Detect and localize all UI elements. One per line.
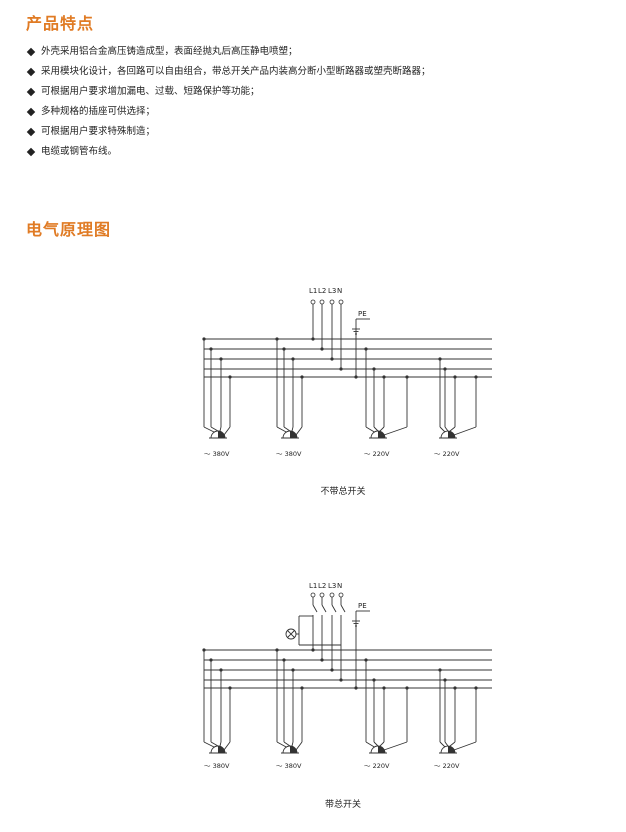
feature-item: 可根据用户要求增加漏电、过载、短路保护等功能；	[26, 82, 606, 102]
diamond-bullet-icon	[26, 127, 36, 137]
diamond-bullet-icon	[26, 107, 36, 117]
wire	[219, 426, 222, 432]
wire	[210, 426, 219, 432]
bus-label-l1: L1	[309, 582, 317, 590]
feature-text: 电缆或钢管布线。	[41, 146, 118, 157]
bus-label-l2: L2	[318, 582, 326, 590]
wire	[223, 741, 231, 751]
wire	[219, 741, 222, 747]
wire	[291, 741, 294, 747]
diagram-caption: 不带总开关	[320, 485, 365, 497]
socket-icon	[378, 431, 385, 438]
socket-voltage-label: ～ 380V	[276, 450, 302, 458]
terminal-circle	[338, 299, 344, 305]
wire	[373, 741, 379, 747]
feature-text: 多种规格的插座可供选择；	[41, 106, 156, 117]
terminal-circle	[310, 592, 316, 598]
terminal-circle	[310, 299, 316, 305]
wire	[373, 426, 379, 432]
switch-contact	[340, 604, 346, 613]
feature-text: 采用模块化设计，各回路可以自由组合，带总开关产品内装高分断小型断路器或塑壳断路器…	[41, 66, 431, 77]
bus-label-l1: L1	[309, 287, 317, 295]
terminal-circle	[329, 592, 335, 598]
indicator-lamp-icon	[287, 630, 295, 638]
feature-text: 外壳采用铝合金高压铸造成型，表面经抛丸后高压静电喷塑；	[41, 46, 298, 57]
wire	[283, 426, 291, 432]
junction-dot	[354, 686, 358, 690]
socket-icon	[448, 431, 455, 438]
wire	[449, 741, 456, 747]
feature-text: 可根据用户要求增加漏电、过载、短路保护等功能；	[41, 86, 260, 97]
socket-icon	[218, 746, 225, 753]
socket-icon	[448, 746, 455, 753]
features-list: 外壳采用铝合金高压铸造成型，表面经抛丸后高压静电喷塑； 采用模块化设计，各回路可…	[26, 42, 606, 162]
wire	[383, 426, 408, 436]
socket-voltage-label: ～ 220V	[364, 762, 390, 770]
switch-contact	[331, 604, 337, 613]
diamond-bullet-icon	[26, 47, 36, 57]
wire	[453, 741, 477, 751]
wire	[379, 741, 385, 747]
wire	[383, 741, 408, 751]
wire	[379, 426, 385, 432]
socket-voltage-label: ～ 380V	[204, 450, 230, 458]
socket-voltage-label: ～ 380V	[276, 762, 302, 770]
wire	[223, 426, 231, 436]
diagram-title: 电气原理图	[26, 220, 112, 239]
wire	[210, 741, 219, 747]
junction-dot	[354, 375, 358, 379]
feature-item: 可根据用户要求特殊制造；	[26, 122, 606, 142]
terminal-circle	[319, 592, 325, 598]
feature-item: 多种规格的插座可供选择；	[26, 102, 606, 122]
terminal-circle	[319, 299, 325, 305]
switch-contact	[312, 604, 318, 613]
diagram-caption: 带总开关	[325, 798, 361, 810]
feature-item: 电缆或钢管布线。	[26, 142, 606, 162]
bus-label-n: N	[337, 287, 342, 295]
diamond-bullet-icon	[26, 147, 36, 157]
socket-voltage-label: ～ 380V	[204, 762, 230, 770]
wire	[444, 741, 449, 747]
wire	[295, 426, 303, 436]
socket-icon	[378, 746, 385, 753]
socket-icon	[290, 431, 297, 438]
diamond-bullet-icon	[26, 87, 36, 97]
bus-label-l3: L3	[328, 582, 336, 590]
bus-label-n: N	[337, 582, 342, 590]
pe-label: PE	[358, 310, 367, 318]
pe-label: PE	[358, 602, 367, 610]
feature-item: 外壳采用铝合金高压铸造成型，表面经抛丸后高压静电喷塑；	[26, 42, 606, 62]
wire	[295, 741, 303, 751]
wire	[291, 426, 294, 432]
wire	[283, 741, 291, 747]
diamond-bullet-icon	[26, 67, 36, 77]
features-title: 产品特点	[26, 14, 95, 33]
bus-label-l2: L2	[318, 287, 326, 295]
socket-icon	[290, 746, 297, 753]
wire	[449, 426, 456, 432]
feature-item: 采用模块化设计，各回路可以自由组合，带总开关产品内装高分断小型断路器或塑壳断路器…	[26, 62, 606, 82]
socket-voltage-label: ～ 220V	[364, 450, 390, 458]
terminal-circle	[338, 592, 344, 598]
wire	[444, 426, 449, 432]
socket-icon	[218, 431, 225, 438]
socket-voltage-label: ～ 220V	[434, 762, 460, 770]
terminal-circle	[329, 299, 335, 305]
socket-voltage-label: ～ 220V	[434, 450, 460, 458]
feature-text: 可根据用户要求特殊制造；	[41, 126, 156, 137]
switch-contact	[321, 604, 327, 613]
bus-label-l3: L3	[328, 287, 336, 295]
wire	[453, 426, 477, 436]
